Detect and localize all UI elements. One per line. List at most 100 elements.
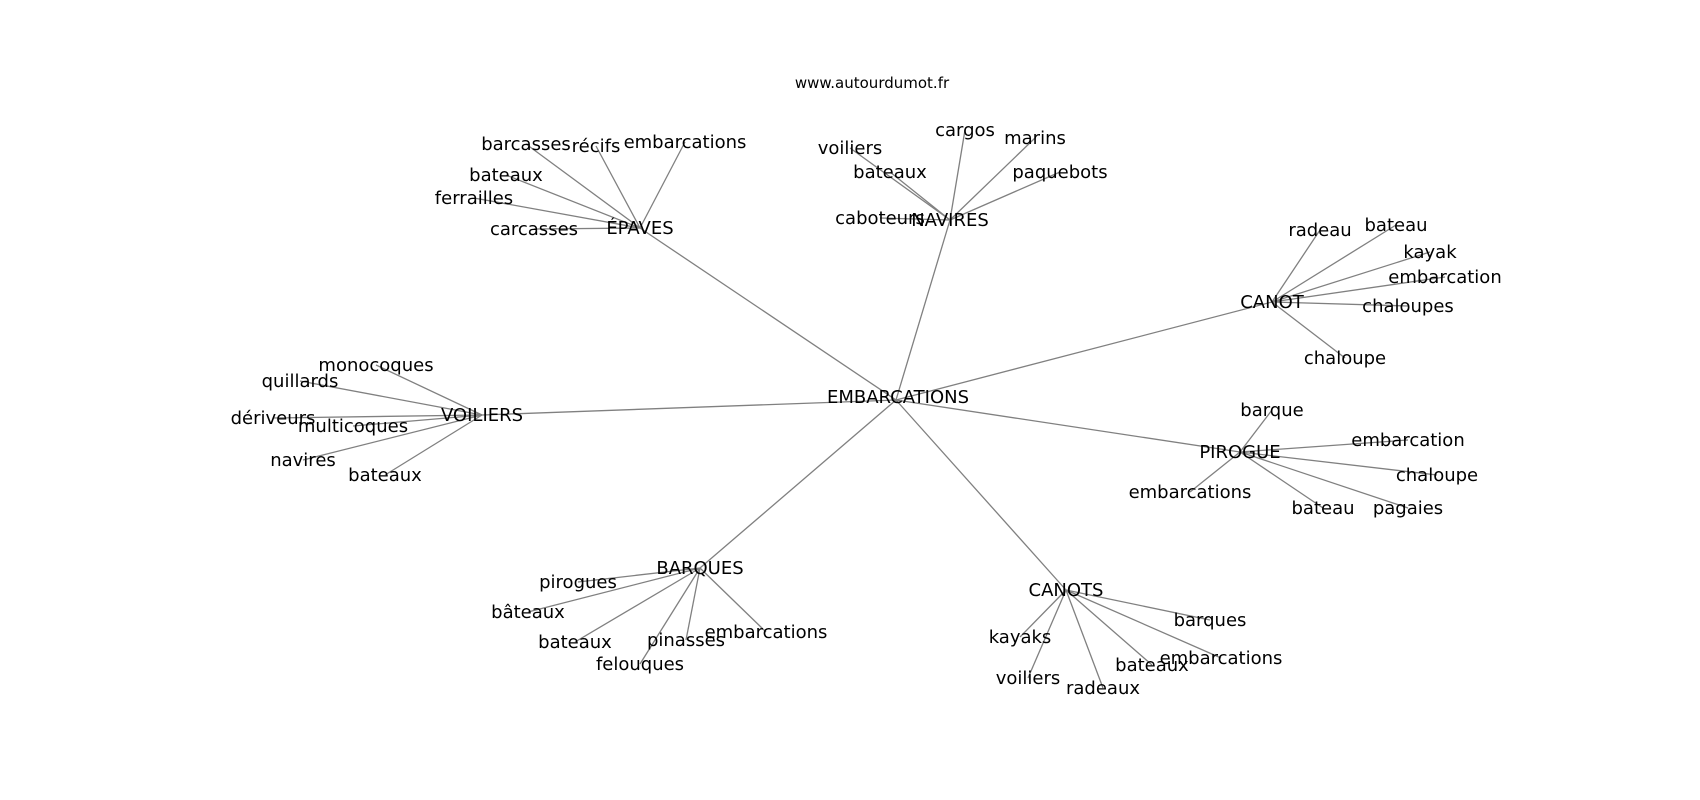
- hub-node[interactable]: PIROGUE: [1199, 442, 1280, 463]
- edge-center-to-hub: [639, 227, 897, 401]
- edge-hub-to-leaf: [1065, 589, 1153, 666]
- edges: [272, 129, 1446, 689]
- edge-hub-to-leaf: [685, 567, 701, 641]
- hub-node[interactable]: CANOTS: [1029, 580, 1104, 601]
- leaf-node[interactable]: bateaux: [853, 162, 927, 183]
- leaf-node[interactable]: radeaux: [1066, 678, 1140, 699]
- leaf-node[interactable]: cargos: [935, 120, 995, 141]
- leaf-node[interactable]: embarcations: [1129, 482, 1252, 503]
- leaf-node[interactable]: voiliers: [818, 138, 883, 159]
- edge-hub-to-leaf: [879, 217, 951, 221]
- edge-hub-to-leaf: [699, 567, 767, 633]
- leaf-node[interactable]: pinasses: [647, 630, 725, 651]
- leaf-node[interactable]: bateau: [1364, 215, 1427, 236]
- leaf-node[interactable]: caboteurs: [835, 208, 925, 229]
- edge-hub-to-leaf: [1027, 589, 1067, 679]
- leaf-node[interactable]: ferrailles: [435, 188, 513, 209]
- leaf-node[interactable]: kayaks: [989, 627, 1052, 648]
- edge-hub-to-leaf: [473, 197, 641, 229]
- edge-hub-to-leaf: [1271, 229, 1321, 303]
- leaf-node[interactable]: embarcations: [705, 622, 828, 643]
- edge-hub-to-leaf: [1271, 301, 1409, 307]
- leaf-node[interactable]: carcasses: [490, 219, 578, 240]
- edge-hub-to-leaf: [1065, 589, 1222, 659]
- edge-hub-to-leaf: [639, 567, 701, 665]
- leaf-node[interactable]: bateaux: [1115, 655, 1189, 676]
- edge-hub-to-leaf: [1189, 451, 1241, 493]
- leaf-node[interactable]: récifs: [572, 136, 621, 157]
- edge-hub-to-leaf: [577, 567, 701, 583]
- leaf-node[interactable]: paquebots: [1012, 162, 1107, 183]
- leaf-node[interactable]: barcasses: [481, 134, 571, 155]
- edge-center-to-hub: [895, 399, 1241, 453]
- center-node[interactable]: EMBARCATIONS: [827, 387, 969, 408]
- leaf-node[interactable]: monocoques: [318, 355, 433, 376]
- leaf-node[interactable]: quillards: [262, 371, 339, 392]
- leaf-node[interactable]: multicoques: [298, 416, 408, 437]
- edge-hub-to-leaf: [1019, 589, 1067, 638]
- edge-center-to-hub: [699, 399, 897, 569]
- hub-node[interactable]: NAVIRES: [911, 210, 989, 231]
- source-watermark: www.autourdumot.fr: [795, 74, 950, 92]
- edge-hub-to-leaf: [1271, 251, 1431, 303]
- hub-node[interactable]: BARQUES: [656, 558, 743, 579]
- hub-node[interactable]: ÉPAVES: [606, 217, 673, 239]
- hub-node[interactable]: VOILIERS: [441, 405, 523, 426]
- leaf-node[interactable]: bateaux: [469, 165, 543, 186]
- leaf-node[interactable]: felouques: [596, 654, 684, 675]
- edge-hub-to-leaf: [849, 147, 951, 221]
- leaf-node[interactable]: navires: [270, 450, 336, 471]
- edge-center-to-hub: [895, 399, 1067, 591]
- edge-hub-to-leaf: [889, 171, 951, 221]
- edge-center-to-hub: [895, 219, 951, 401]
- leaf-node[interactable]: chaloupe: [1396, 465, 1478, 486]
- edge-hub-to-leaf: [1065, 589, 1104, 689]
- edge-hub-to-leaf: [533, 227, 641, 230]
- edge-hub-to-leaf: [949, 129, 966, 221]
- edge-hub-to-leaf: [1271, 276, 1446, 303]
- edge-hub-to-leaf: [1271, 301, 1346, 359]
- edge-center-to-hub: [481, 399, 897, 416]
- leaf-node[interactable]: voiliers: [996, 668, 1061, 689]
- edge-hub-to-leaf: [302, 414, 483, 461]
- leaf-node[interactable]: bateaux: [538, 632, 612, 653]
- leaf-node[interactable]: bateau: [1291, 498, 1354, 519]
- edge-hub-to-leaf: [949, 137, 1036, 221]
- leaf-node[interactable]: bateaux: [348, 465, 422, 486]
- edge-hub-to-leaf: [639, 141, 686, 229]
- edge-hub-to-leaf: [375, 364, 483, 416]
- edge-hub-to-leaf: [527, 567, 701, 613]
- edge-hub-to-leaf: [1239, 451, 1324, 509]
- leaf-node[interactable]: pirogues: [539, 572, 617, 593]
- edge-hub-to-leaf: [949, 171, 1061, 221]
- hub-node[interactable]: CANOT: [1240, 292, 1305, 313]
- leaf-node[interactable]: embarcations: [624, 132, 747, 153]
- edge-hub-to-leaf: [1239, 439, 1409, 453]
- edge-hub-to-leaf: [505, 174, 641, 229]
- leaf-node[interactable]: embarcation: [1351, 430, 1464, 451]
- leaf-node[interactable]: barques: [1174, 610, 1247, 631]
- edge-hub-to-leaf: [1239, 451, 1409, 509]
- edge-hub-to-leaf: [574, 567, 701, 643]
- leaf-node[interactable]: barque: [1240, 400, 1303, 421]
- leaf-node[interactable]: radeau: [1288, 220, 1351, 241]
- leaf-node[interactable]: embarcations: [1160, 648, 1283, 669]
- edge-hub-to-leaf: [299, 380, 483, 416]
- edge-hub-to-leaf: [1065, 589, 1211, 621]
- leaf-node[interactable]: bâteaux: [491, 602, 565, 623]
- edge-hub-to-leaf: [272, 414, 483, 419]
- edge-hub-to-leaf: [1239, 409, 1273, 453]
- leaf-node[interactable]: embarcation: [1388, 267, 1501, 288]
- leaf-node[interactable]: chaloupe: [1304, 348, 1386, 369]
- edge-center-to-hub: [895, 301, 1273, 401]
- edge-hub-to-leaf: [1239, 451, 1438, 476]
- leaf-node[interactable]: dériveurs: [231, 408, 316, 429]
- leaf-node[interactable]: pagaies: [1373, 498, 1443, 519]
- leaf-node[interactable]: chaloupes: [1362, 296, 1454, 317]
- leaf-node[interactable]: marins: [1004, 128, 1066, 149]
- edge-hub-to-leaf: [595, 145, 641, 229]
- leaf-node[interactable]: kayak: [1403, 242, 1457, 263]
- edge-hub-to-leaf: [384, 414, 483, 476]
